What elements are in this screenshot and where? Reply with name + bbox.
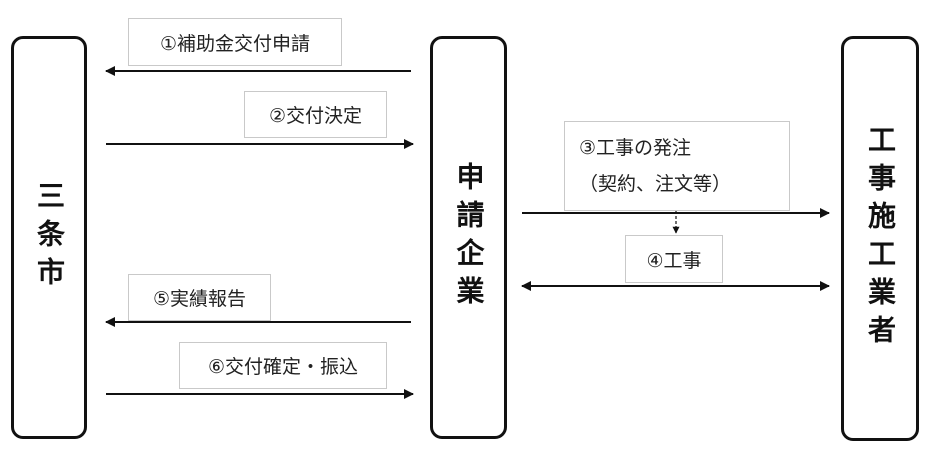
contractor-label: 工事施工業者 [864, 124, 897, 353]
step3-label: ③工事の発注 （契約、注文等） [564, 121, 790, 211]
city-label: 三条市 [33, 180, 66, 295]
applicant-box: 申請企業 [430, 36, 507, 439]
step1-label: ①補助金交付申請 [128, 18, 342, 66]
city-box: 三条市 [11, 36, 87, 439]
step3-line1: ③工事の発注 [579, 137, 692, 159]
step6-label: ⑥交付確定・振込 [179, 342, 387, 389]
applicant-label: 申請企業 [452, 161, 486, 314]
step3-line2: （契約、注文等） [579, 173, 732, 195]
step5-label: ⑤実績報告 [128, 274, 271, 321]
contractor-box: 工事施工業者 [841, 36, 919, 441]
step4-label: ④工事 [625, 235, 723, 283]
step2-label: ②交付決定 [244, 91, 387, 138]
